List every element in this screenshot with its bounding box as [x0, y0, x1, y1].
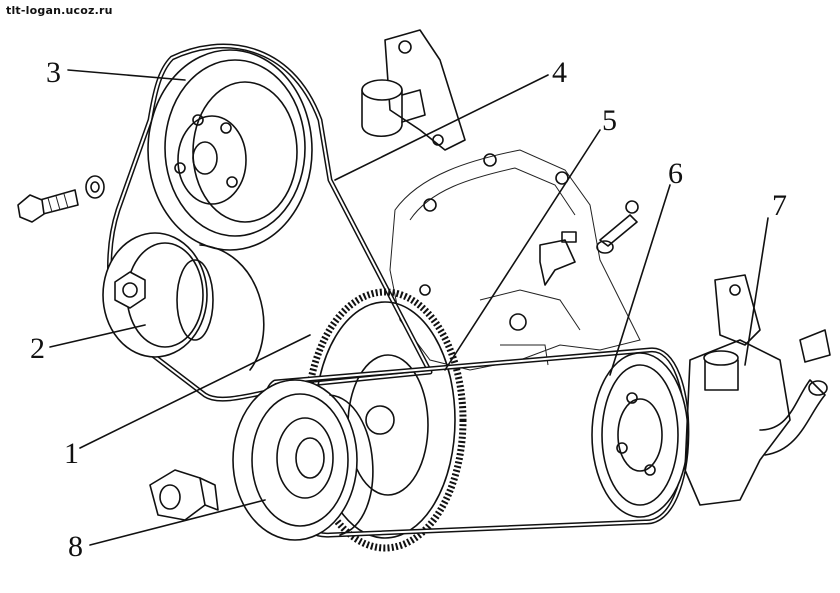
- callout-labels: 3 4 5 6 7 2 1 8: [30, 56, 787, 563]
- callout-7: 7: [772, 189, 787, 222]
- callout-8: 8: [68, 530, 83, 563]
- leader-lines: [49, 69, 769, 546]
- callout-2: 2: [30, 332, 45, 365]
- mounting-bolt: [17, 175, 105, 223]
- mounting-bracket: [361, 29, 466, 151]
- website-watermark: tlt-logan.ucoz.ru: [6, 4, 113, 17]
- crankshaft-pulley: [232, 379, 374, 541]
- crankshaft-sensor: [539, 200, 639, 286]
- callout-6: 6: [668, 157, 683, 190]
- engine-block-outline: [389, 149, 641, 371]
- callout-1: 1: [64, 437, 79, 470]
- callout-4: 4: [552, 56, 567, 89]
- power-steering-pump: [684, 274, 831, 506]
- crankshaft-nut: [149, 469, 219, 521]
- main-belt: [107, 43, 433, 402]
- alternator-pulley: [102, 232, 265, 371]
- power-steering-pulley: [591, 352, 689, 518]
- callout-3: 3: [46, 56, 61, 89]
- pump-pulley: [147, 49, 313, 251]
- callout-5: 5: [602, 104, 617, 137]
